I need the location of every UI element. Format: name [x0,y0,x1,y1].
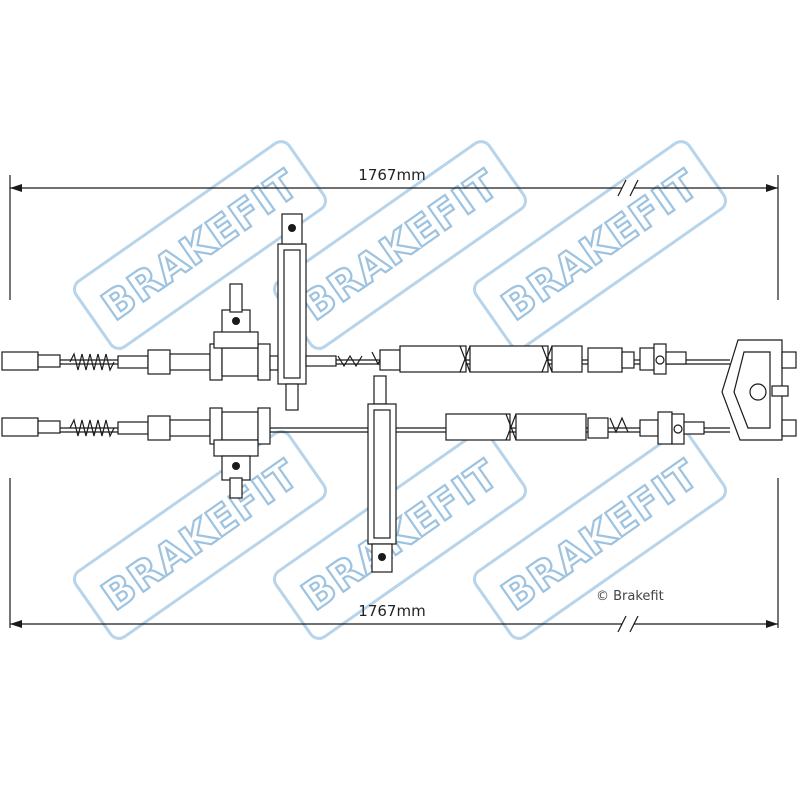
svg-text:BRAKEFIT: BRAKEFIT [94,162,307,330]
svg-text:BRAKEFIT: BRAKEFIT [294,162,507,330]
svg-text:BRAKEFIT: BRAKEFIT [94,452,307,620]
top-dimension: 1767mm [9,166,779,300]
equalizer-bracket [721,339,797,441]
upper-cable [1,213,730,411]
svg-text:BRAKEFIT: BRAKEFIT [494,162,707,330]
watermark: BRAKEFIT [72,430,328,640]
watermark: BRAKEFIT [472,430,728,640]
copyright-label: © Brakefit [596,589,664,604]
lower-cable [1,375,730,573]
watermark: BRAKEFIT [472,140,728,350]
bottom-length-label: 1767mm [358,602,425,620]
svg-text:BRAKEFIT: BRAKEFIT [294,452,507,620]
top-length-label: 1767mm [358,166,425,184]
bottom-dimension: 1767mm [9,478,779,633]
watermark-layer: BRAKEFIT BRAKEFIT BRAKEFIT BRAKEFIT BRAK… [72,140,728,640]
